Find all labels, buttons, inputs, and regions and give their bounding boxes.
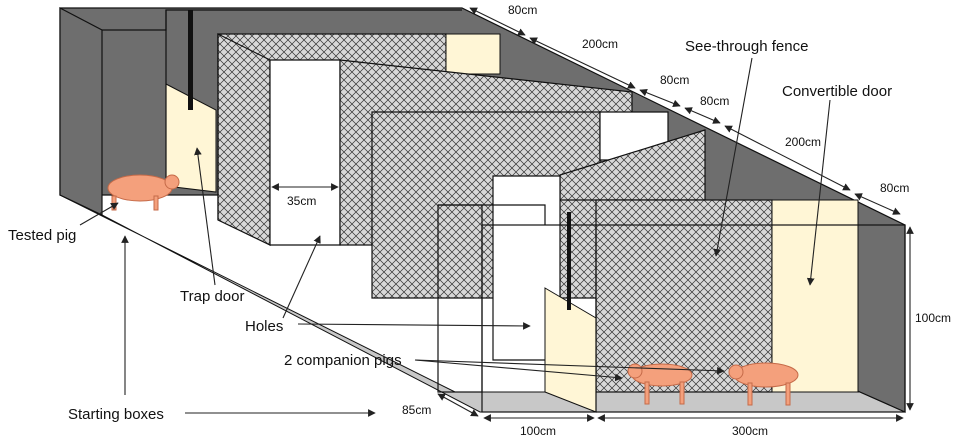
- tested-pig-arrow: [79, 202, 119, 226]
- holes-label: Holes: [245, 318, 283, 335]
- starting-boxes-label: Starting boxes: [68, 406, 164, 423]
- tested-pig-label: Tested pig: [8, 227, 76, 244]
- front-frame: [481, 224, 906, 413]
- dim-bottom-100: 100cm: [520, 424, 556, 438]
- dim-bottom-300: 300cm: [732, 424, 768, 438]
- dim-top-80-d: 80cm: [880, 181, 909, 195]
- companion-pig-2: [728, 362, 799, 406]
- front-trap-door-bar: [567, 212, 571, 310]
- convertible-door-label: Convertible door: [782, 83, 892, 100]
- holes-arrow-2: [297, 322, 531, 330]
- dim-top-80-c: 80cm: [700, 94, 729, 108]
- dim-line-top-80-b: [639, 88, 681, 108]
- see-through-fence-panel: [595, 199, 773, 393]
- hole-1: [269, 59, 341, 246]
- dim-line-top-80-a: [469, 7, 526, 36]
- companion-pigs-arrow-1: [414, 359, 623, 382]
- dim-top-80-a: 80cm: [508, 3, 537, 17]
- dim-line-top-200-b: [724, 125, 851, 191]
- see-through-fence-arrow: [713, 57, 753, 257]
- dim-hole-width: 35cm: [287, 194, 316, 208]
- trap-door-label: Trap door: [180, 288, 244, 305]
- front-frame-top: [438, 204, 546, 225]
- dim-top-200-b: 200cm: [785, 135, 821, 149]
- dim-line-top-200-a: [529, 37, 636, 89]
- tested-pig: [107, 174, 180, 211]
- trap-door-arrow: [194, 147, 216, 286]
- back-door-upper: [445, 33, 501, 75]
- dim-line-top-80-c: [684, 107, 721, 124]
- see-through-fence-label: See-through fence: [685, 38, 808, 55]
- dim-depth: 85cm: [402, 403, 431, 417]
- companion-pigs-label: 2 companion pigs: [284, 352, 402, 369]
- dim-top-200-a: 200cm: [582, 37, 618, 51]
- convertible-door: [771, 199, 859, 393]
- dim-line-top-80-d: [854, 193, 901, 215]
- convertible-door-arrow: [806, 99, 831, 286]
- holes-arrow-1: [282, 235, 321, 319]
- left-wall: [59, 7, 103, 216]
- companion-pigs-arrow-2: [414, 359, 725, 375]
- dim-height: 100cm: [915, 311, 951, 325]
- dim-top-80-b: 80cm: [660, 73, 689, 87]
- fence-panel-1: [217, 33, 271, 246]
- trap-door-bar: [188, 10, 193, 110]
- dim-line-depth: [437, 393, 479, 417]
